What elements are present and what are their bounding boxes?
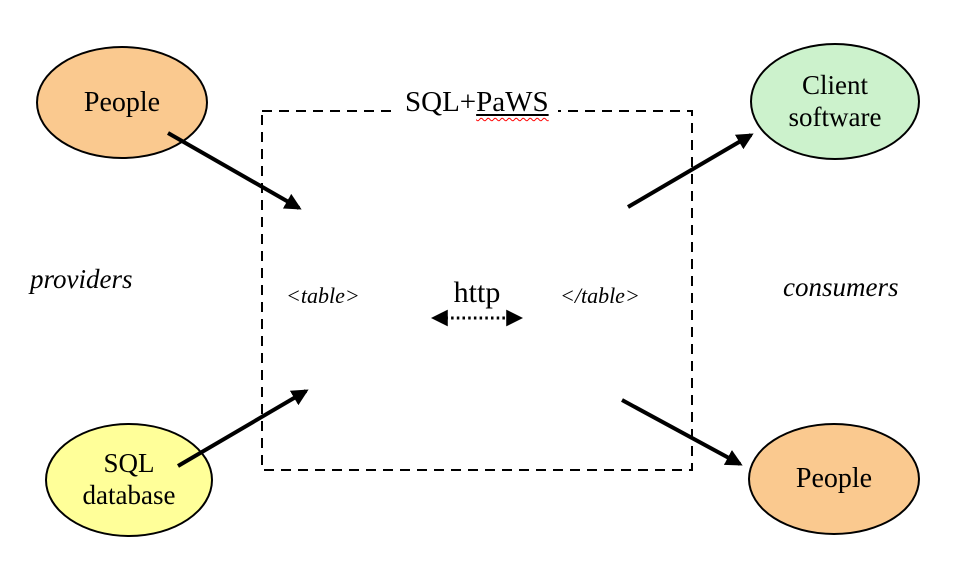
providers-label: providers: [30, 264, 133, 294]
node-people-providers-label: People: [83, 86, 161, 118]
node-people-providers: People: [36, 46, 208, 159]
node-client-software: Client software: [750, 43, 920, 160]
arrow-box-to-people: [621, 398, 743, 466]
node-sql-database-label-line1: SQL: [103, 448, 155, 479]
box-title-misspelled-word: PaWS: [476, 86, 549, 118]
http-label: http: [453, 276, 501, 309]
arrow-box-to-client: [626, 133, 754, 209]
box-title: SQL+PaWS: [396, 86, 558, 119]
arrow-database-to-box: [176, 389, 309, 468]
box-title-plain: SQL+: [405, 86, 477, 118]
node-sql-database-label-line2: database: [82, 480, 176, 510]
paws-dashed-box: [261, 110, 693, 471]
arrow-people-to-box: [167, 131, 302, 210]
table-close-tag: </table>: [560, 283, 640, 308]
node-people-consumers-label: People: [795, 463, 873, 495]
node-people-consumers: People: [748, 423, 920, 535]
node-client-software-label-line1: Client: [802, 69, 868, 100]
consumers-label: consumers: [783, 272, 899, 302]
node-client-software-label-line2: software: [788, 101, 882, 132]
node-sql-database: SQL database: [45, 423, 213, 537]
table-open-tag: <table>: [286, 283, 360, 308]
